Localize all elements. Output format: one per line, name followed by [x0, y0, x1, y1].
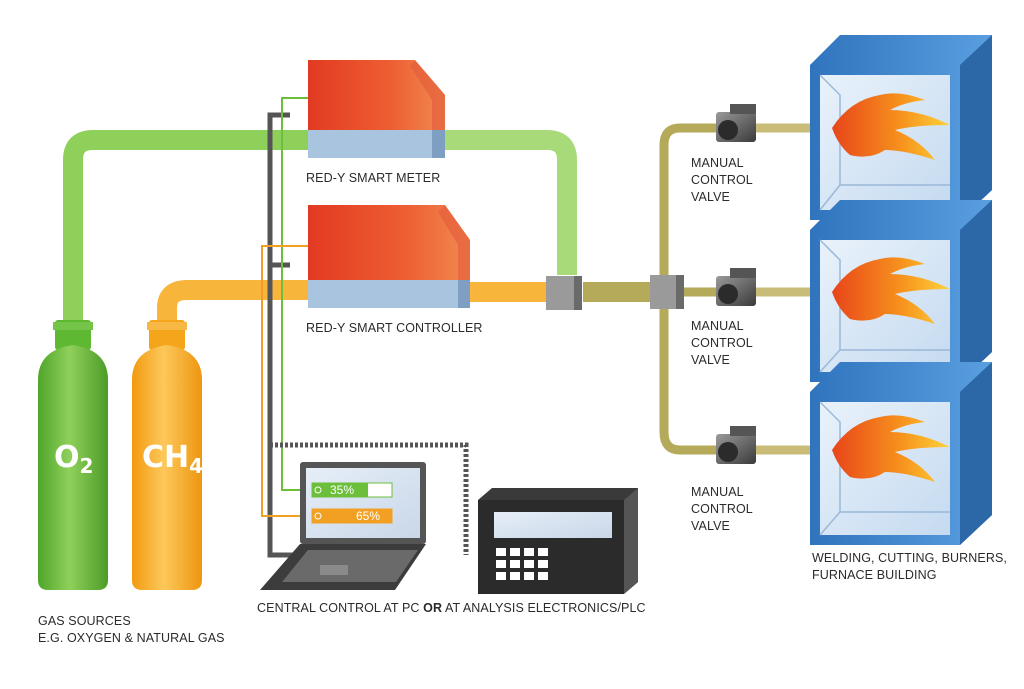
valve-label-line3: VALVE	[691, 519, 730, 533]
mixing-junction	[546, 276, 582, 310]
laptop-bar-1-fill	[312, 483, 368, 497]
central-control-post: AT ANALYSIS ELECTRONICS/PLC	[442, 601, 646, 615]
smart-meter-label: RED-Y SMART METER	[306, 171, 441, 185]
laptop-bar-2-value: 65%	[356, 509, 381, 523]
valve-icon	[716, 104, 756, 142]
central-control-label: CENTRAL CONTROL AT PC OR AT ANALYSIS ELE…	[257, 600, 646, 617]
smart-meter-device	[308, 60, 445, 158]
methane-symbol: CH4	[142, 440, 203, 478]
meter-output-pipe	[445, 130, 577, 275]
smart-controller-device	[308, 205, 470, 308]
valve-label-top: MANUAL CONTROL VALVE	[691, 155, 753, 206]
oxygen-symbol-text: O	[54, 440, 80, 475]
methane-symbol-text: CH	[142, 440, 190, 475]
valve-label-line1: MANUAL	[691, 319, 744, 333]
laptop-bar-2-fill	[312, 509, 392, 523]
signal-cable-dark	[267, 112, 300, 558]
laptop-bar-1-value: 35%	[330, 483, 355, 497]
oxygen-subscript: 2	[79, 454, 94, 478]
oxygen-symbol: O2	[54, 440, 93, 478]
valve-label-line3: VALVE	[691, 353, 730, 367]
gas-sources-line2: E.G. OXYGEN & NATURAL GAS	[38, 631, 225, 645]
valve-label-line3: VALVE	[691, 190, 730, 204]
valve-label-line2: CONTROL	[691, 502, 753, 516]
valve-icon	[716, 426, 756, 464]
oxygen-pipe	[63, 130, 310, 330]
methane-pipe	[157, 280, 310, 330]
central-control-or: OR	[423, 601, 443, 615]
gas-sources-line1: GAS SOURCES	[38, 614, 131, 628]
manifold-pipe	[659, 123, 718, 455]
methane-subscript: 4	[189, 454, 204, 478]
valve-outlet-pipes	[752, 123, 810, 455]
flame-icon	[832, 93, 950, 160]
valve-label-line1: MANUAL	[691, 485, 744, 499]
valve-label-line2: CONTROL	[691, 336, 753, 350]
methane-cylinder	[132, 320, 202, 590]
valve-label-line1: MANUAL	[691, 156, 744, 170]
valve-icon	[716, 268, 756, 306]
manifold-junction	[650, 275, 684, 309]
central-control-pre: CENTRAL CONTROL AT PC	[257, 601, 424, 615]
applications-line2: FURNACE BUILDING	[812, 568, 937, 582]
smart-controller-label: RED-Y SMART CONTROLLER	[306, 321, 483, 335]
applications-label: WELDING, CUTTING, BURNERS, FURNACE BUILD…	[812, 550, 1007, 584]
plc-link-dashed	[270, 442, 469, 555]
valve-label-line2: CONTROL	[691, 173, 753, 187]
oxygen-cylinder	[38, 320, 108, 590]
flame-icon	[832, 415, 950, 482]
valve-label-middle: MANUAL CONTROL VALVE	[691, 318, 753, 369]
gas-sources-label: GAS SOURCES E.G. OXYGEN & NATURAL GAS	[38, 613, 225, 647]
valve-label-bottom: MANUAL CONTROL VALVE	[691, 484, 753, 535]
laptop-icon	[260, 462, 426, 590]
flame-icon	[832, 257, 950, 324]
plc-icon	[478, 488, 638, 594]
applications-line1: WELDING, CUTTING, BURNERS,	[812, 551, 1007, 565]
